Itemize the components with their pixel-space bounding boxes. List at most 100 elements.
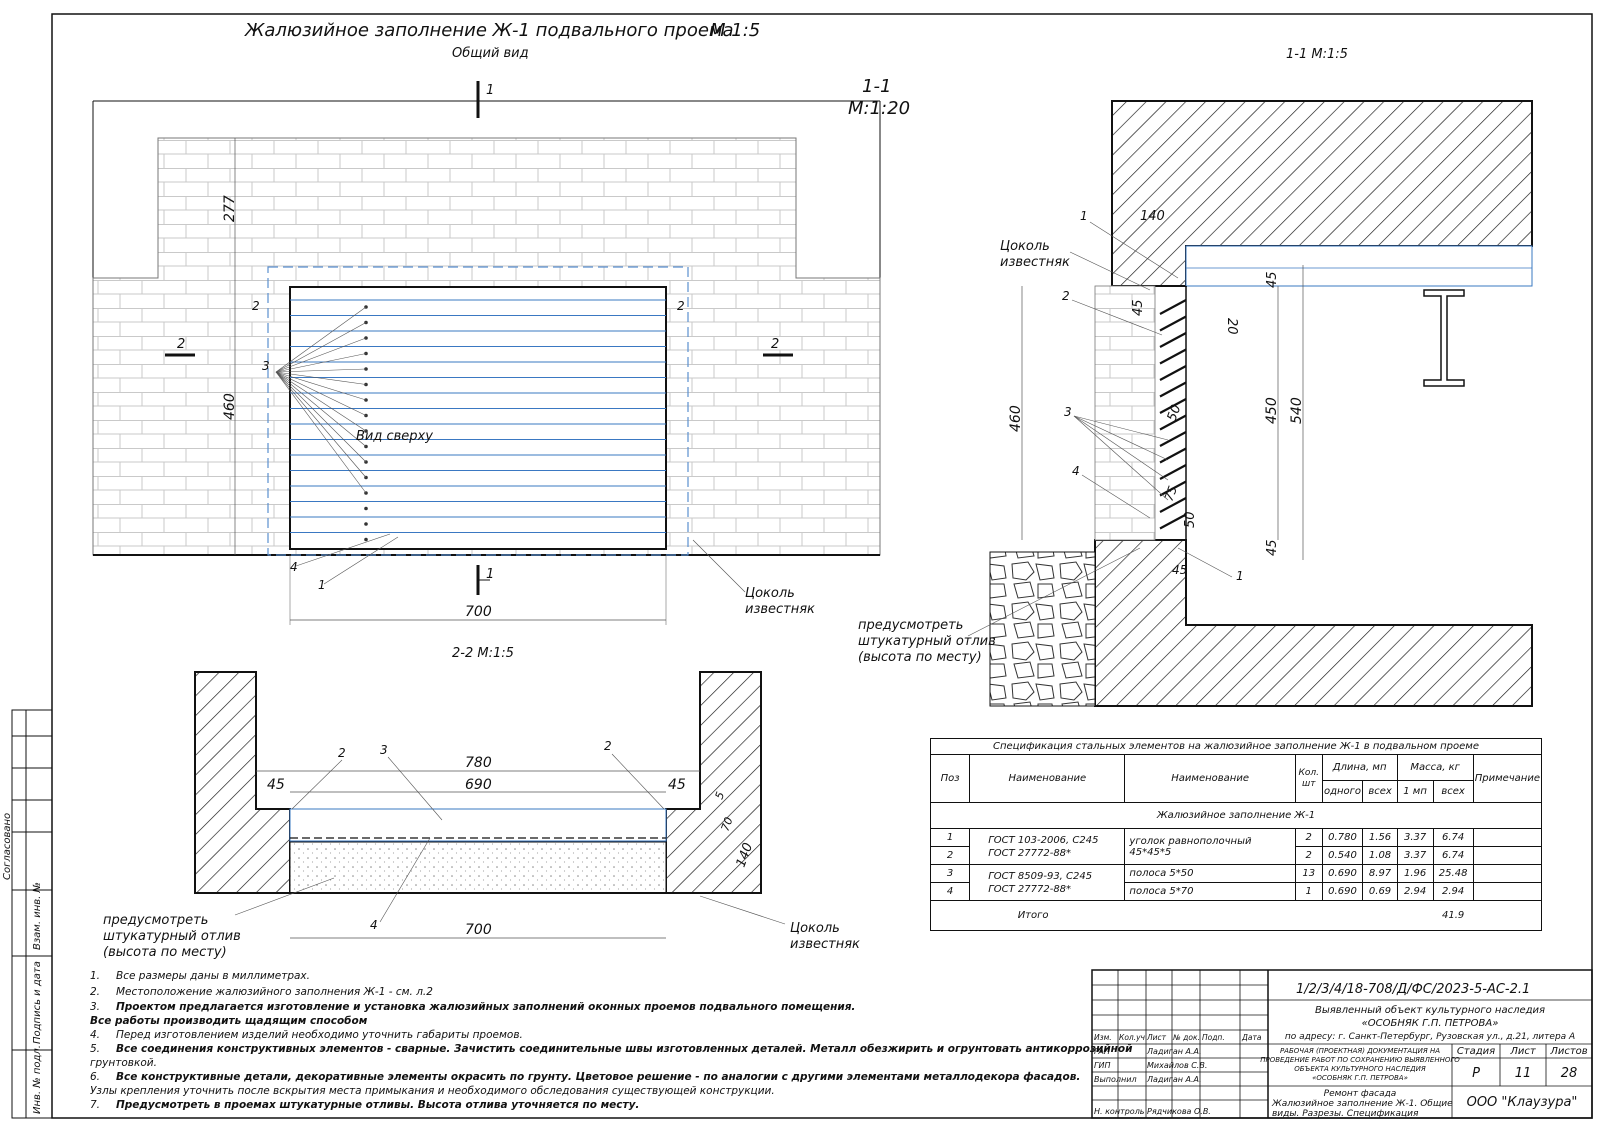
dim-sec-780: 780 xyxy=(465,755,492,771)
note-number: 2. xyxy=(90,986,100,998)
section-slat xyxy=(1159,315,1187,332)
dim-sec-70: 70 xyxy=(719,815,736,833)
sheets-total: 28 xyxy=(1561,1066,1578,1081)
spec-r4-name: полоса 5*70 xyxy=(1124,882,1296,901)
sec-pos-3: 3 xyxy=(380,743,388,757)
side-inv-replace: Взам. инв. № xyxy=(32,882,43,950)
spec-r2-ma: 6.74 xyxy=(1432,846,1474,865)
stamp-header-cell: Кол.уч xyxy=(1119,1033,1146,1042)
section-slat xyxy=(1159,299,1187,315)
dim-s1-45-c: 45 xyxy=(1131,299,1146,316)
leader-line xyxy=(275,371,367,447)
stage-value: Р xyxy=(1472,1066,1480,1081)
general-view-label: Общий вид xyxy=(452,46,529,61)
slat-marker xyxy=(364,537,368,542)
spec-r1-std2: ГОСТ 27772-88* xyxy=(988,847,1072,859)
side-stamp: Согласовано Взам. инв. № Подпись и дата … xyxy=(2,709,53,1119)
elevation-view: 1 1 2 2 Вид сверху 2 2 3 4 1 Цоколь изве… xyxy=(92,81,881,625)
note-number: 1. xyxy=(90,970,100,982)
sec-pos-2-right: 2 xyxy=(604,739,612,753)
object-address: по адресу: г. Санкт-Петербург, Рузовская… xyxy=(1285,1032,1575,1042)
dim-sec-700: 700 xyxy=(465,922,492,938)
elev-mark-2-right: 2 xyxy=(771,337,779,352)
sec-drip-1: предусмотреть xyxy=(103,913,208,928)
note-number: 5. xyxy=(90,1043,100,1055)
spec-h-name2: Наименование xyxy=(1124,754,1296,803)
sheets-label: Листов xyxy=(1549,1046,1587,1057)
spec-h-note: Примечание xyxy=(1472,754,1543,803)
spec-r4-ma: 2.94 xyxy=(1432,882,1474,901)
spec-h-pos: Поз xyxy=(929,754,971,803)
leader-line xyxy=(275,371,367,401)
leader-line xyxy=(275,371,367,463)
stamp-person: Ладиган А.А. xyxy=(1146,1075,1202,1084)
spec-r4-m1: 2.94 xyxy=(1396,882,1434,901)
dim-s1-140: 140 xyxy=(1140,209,1165,224)
section-slat xyxy=(1159,447,1187,464)
section-slat xyxy=(1159,381,1187,398)
stamp-role: ГАП xyxy=(1094,1047,1110,1056)
spec-r1-ma: 6.74 xyxy=(1432,828,1474,847)
side-sign-date: Подпись и дата xyxy=(32,961,43,1044)
spec-h-len-one: одного xyxy=(1321,780,1364,803)
s1-drip-3: (высота по месту) xyxy=(858,650,982,665)
dim-s1-460: 460 xyxy=(1008,405,1024,432)
section-2-2: 780 690 45 45 700 140 70 5 2 3 2 4 преду… xyxy=(103,671,860,960)
note-number: 6. xyxy=(90,1071,100,1083)
spec-table-wrap: Спецификация стальных элементов на жалюз… xyxy=(929,738,1543,931)
s1-drip-1: предусмотреть xyxy=(858,618,963,633)
spec-r3-qty: 13 xyxy=(1294,864,1323,883)
s1-drip-2: штукатурный отлив xyxy=(858,634,996,649)
section-slat xyxy=(1159,480,1187,497)
stamp-header-cell: Дата xyxy=(1241,1033,1262,1042)
spec-total-value: 41.9 xyxy=(1433,900,1474,931)
spec-r3-m1: 1.96 xyxy=(1396,864,1434,883)
object-line-1: Выявленный объект культурного наследия xyxy=(1315,1004,1545,1016)
stamp-role: Н. контроль xyxy=(1094,1107,1145,1116)
section-slat xyxy=(1159,398,1187,414)
leader-line xyxy=(275,322,367,373)
slat-marker xyxy=(364,506,368,511)
spec-r1-la: 1.56 xyxy=(1362,828,1398,847)
section-slat xyxy=(1159,332,1187,348)
spec-r1-pos: 1 xyxy=(929,828,971,847)
spec-r2-m1: 3.37 xyxy=(1396,846,1434,865)
spec-h-name1: Наименование xyxy=(969,754,1126,803)
note-text: Все соединения конструктивных элементов … xyxy=(116,1043,1133,1055)
elev-pos-2-left: 2 xyxy=(252,299,260,313)
s1-pos-3: 3 xyxy=(1064,405,1072,419)
doc-desc-2: ПРОВЕДЕНИЕ РАБОТ ПО СОХРАНЕНИЮ ВЫЯВЛЕННО… xyxy=(1260,1056,1460,1064)
spec-h-qty1: Кол. xyxy=(1298,767,1319,778)
dim-s1-45-a: 45 xyxy=(1265,271,1280,288)
section-slat xyxy=(1159,431,1187,447)
spec-h-length: Длина, мп xyxy=(1321,754,1398,781)
side-inv-orig: Инв. № подл. xyxy=(32,1045,43,1114)
callout-scale: М:1:20 xyxy=(848,98,910,119)
object-line-2: «ОСОБНЯК Г.П. ПЕТРОВА» xyxy=(1362,1018,1499,1029)
section-slat xyxy=(1159,513,1187,530)
doc-desc-3: ОБЪЕКТА КУЛЬТУРНОГО НАСЛЕДИЯ xyxy=(1294,1065,1426,1073)
slat-marker xyxy=(364,522,368,526)
stamp-role: ГИП xyxy=(1094,1061,1110,1070)
stamp-person: Михайлов С.В. xyxy=(1147,1061,1207,1070)
spec-r3-std1: ГОСТ 8509-93, С245 xyxy=(988,870,1093,882)
spec-r3-std2: ГОСТ 27772-88* xyxy=(988,883,1072,895)
spec-r3-l1: 0.690 xyxy=(1321,864,1364,883)
dim-elev-700: 700 xyxy=(465,604,492,620)
dim-elev-460: 460 xyxy=(222,393,238,420)
spec-r3-ma: 25.48 xyxy=(1432,864,1474,883)
note-text: Проектом предлагается изготовление и уст… xyxy=(116,1001,855,1013)
leader-line xyxy=(275,371,367,478)
elev-pos-3: 3 xyxy=(262,359,270,373)
dim-s1-540: 540 xyxy=(1289,397,1305,424)
s1-pos-1-bottom: 1 xyxy=(1236,569,1244,583)
spec-r4-qty: 1 xyxy=(1294,882,1323,901)
sec-pos-4: 4 xyxy=(370,918,378,932)
s1-plinth-1: Цоколь xyxy=(1000,239,1050,254)
dim-sec-5: 5 xyxy=(713,790,728,801)
sec-plinth-1: Цоколь xyxy=(790,921,840,936)
dim-s1-20: 20 xyxy=(1224,318,1239,335)
section-slat xyxy=(1159,497,1187,513)
